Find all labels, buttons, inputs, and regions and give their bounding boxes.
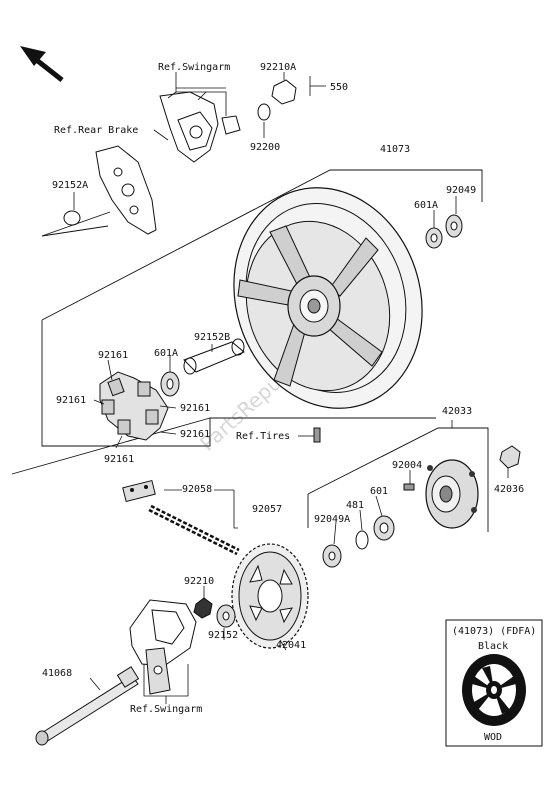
label-ref-swingarm-top: Ref.Swingarm <box>158 62 230 73</box>
drive-chain-92057 <box>148 504 240 556</box>
label-ref-swingarm-bottom: Ref.Swingarm <box>130 704 202 715</box>
sprocket-hub-42033 <box>425 459 479 529</box>
label-92049A: 92049A <box>314 514 350 525</box>
label-92161-b: 92161 <box>56 395 86 406</box>
rear-wheel-41073 <box>233 187 423 409</box>
label-92049: 92049 <box>446 185 476 196</box>
black-wheel-icon <box>462 654 526 726</box>
damper-92161 <box>99 371 169 441</box>
label-42036: 42036 <box>494 484 524 495</box>
label-92161-c: 92161 <box>180 403 210 414</box>
hub-group-frame <box>307 427 489 532</box>
label-92152B: 92152B <box>194 332 230 343</box>
nut-92210A <box>271 79 297 105</box>
label-41073: 41073 <box>380 144 410 155</box>
inset-color-name: Black <box>478 641 508 652</box>
nut-42036 <box>499 445 521 469</box>
label-92058: 92058 <box>182 484 212 495</box>
label-481: 481 <box>346 500 364 511</box>
swingarm-bracket-top <box>159 91 241 163</box>
leader-lines <box>73 72 509 704</box>
direction-arrow-icon <box>20 46 64 82</box>
label-92152A: 92152A <box>52 180 88 191</box>
label-601: 601 <box>370 486 388 497</box>
collar-92152B <box>183 338 245 375</box>
label-92057: 92057 <box>252 504 282 515</box>
label-92161-a: 92161 <box>98 350 128 361</box>
label-42041: 42041 <box>276 640 306 651</box>
rear-brake-bracket <box>95 145 157 235</box>
axle-41068 <box>35 666 140 746</box>
washer-92200 <box>257 103 271 121</box>
label-92004: 92004 <box>392 460 422 471</box>
valve-ref-tires <box>298 427 321 443</box>
swingarm-bracket-bottom <box>129 599 197 695</box>
label-601A-lower: 601A <box>154 348 178 359</box>
label-92200: 92200 <box>250 142 280 153</box>
label-92210A: 92210A <box>260 62 296 73</box>
label-42033: 42033 <box>442 406 472 417</box>
label-41068: 41068 <box>42 668 72 679</box>
label-550: 550 <box>330 82 348 93</box>
master-link-92058 <box>122 479 156 503</box>
wheel-group-frame <box>11 169 483 475</box>
label-601A-upper: 601A <box>414 200 438 211</box>
inset-footer: WOD <box>484 732 502 743</box>
label-92152: 92152 <box>208 630 238 641</box>
circlip-481 <box>355 530 369 550</box>
color-variant-inset: (41073) (FDFA) Black WOD <box>445 619 543 747</box>
rear-sprocket-42041 <box>231 543 309 649</box>
label-92210: 92210 <box>184 576 214 587</box>
spacer-92152A <box>63 210 81 226</box>
label-92161-d: 92161 <box>180 429 210 440</box>
stud-92004 <box>403 483 415 491</box>
label-ref-tires: Ref.Tires <box>236 431 290 442</box>
label-ref-rear-brake: Ref.Rear Brake <box>54 125 138 136</box>
label-92161-e: 92161 <box>104 454 134 465</box>
nut-92210 <box>193 597 213 619</box>
inset-header: (41073) (FDFA) <box>452 626 536 637</box>
